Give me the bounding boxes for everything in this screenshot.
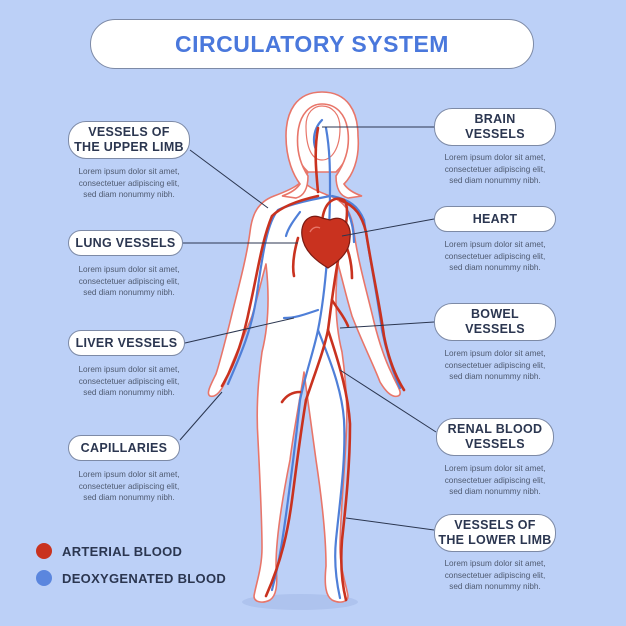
connector-heart <box>341 218 435 237</box>
pelvic-artery <box>280 390 302 404</box>
legend-arterial: ARTERIAL BLOOD <box>36 543 182 559</box>
label-lower-limb: VESSELS OF THE LOWER LIMB <box>434 514 556 552</box>
connector-lower-limb <box>345 517 435 531</box>
jugular-vein <box>324 126 332 192</box>
connector-capillaries <box>179 391 223 441</box>
desc-capillaries: Lorem ipsum dolor sit amet, consectetuer… <box>78 470 180 502</box>
arterial-dot-icon <box>36 543 52 559</box>
label-lung-vessels: LUNG VESSELS <box>68 230 183 256</box>
connector-bowel <box>339 321 435 329</box>
desc-renal-vessels: Lorem ipsum dolor sit amet, consectetuer… <box>444 464 546 496</box>
heart-highlight <box>309 226 321 233</box>
connector-renal <box>339 369 437 433</box>
desc-liver-vessels: Lorem ipsum dolor sit amet, consectetuer… <box>78 365 180 397</box>
label-bowel-vessels: BOWEL VESSELS <box>434 303 556 341</box>
carotid-artery <box>314 126 320 194</box>
artery-network <box>220 126 406 602</box>
label-capillaries: CAPILLARIES <box>68 435 180 461</box>
left-arm-artery <box>220 194 320 388</box>
desc-heart: Lorem ipsum dolor sit amet, consectetuer… <box>444 240 546 272</box>
desc-lung-vessels: Lorem ipsum dolor sit amet, consectetuer… <box>78 265 180 297</box>
right-leg-vein <box>316 328 346 600</box>
lung-artery-1 <box>291 236 300 278</box>
legend-arterial-label: ARTERIAL BLOOD <box>62 543 183 559</box>
title-box: CIRCULATORY SYSTEM <box>90 19 534 69</box>
desc-bowel-vessels: Lorem ipsum dolor sit amet, consectetuer… <box>444 349 546 381</box>
connector-upper-limb <box>189 149 269 209</box>
right-leg-artery <box>326 328 352 602</box>
page-title: CIRCULATORY SYSTEM <box>175 30 449 57</box>
connector-lines <box>179 126 437 531</box>
liver-vein <box>282 308 320 320</box>
desc-brain-vessels: Lorem ipsum dolor sit amet, consectetuer… <box>444 153 546 185</box>
left-leg-artery <box>264 398 308 598</box>
label-heart: HEART <box>434 206 556 232</box>
legend-deoxygenated: DEOXYGENATED BLOOD <box>36 570 226 586</box>
bowel-artery <box>330 298 350 328</box>
face-outline <box>305 105 341 161</box>
deoxygenated-dot-icon <box>36 570 52 586</box>
heart-shape <box>301 215 351 269</box>
label-renal-vessels: RENAL BLOOD VESSELS <box>436 418 554 456</box>
heart-organ <box>301 215 351 269</box>
label-liver-vessels: LIVER VESSELS <box>68 330 185 356</box>
desc-upper-limb: Lorem ipsum dolor sit amet, consectetuer… <box>78 167 180 199</box>
desc-lower-limb: Lorem ipsum dolor sit amet, consectetuer… <box>444 559 546 591</box>
right-arm-artery <box>338 198 406 392</box>
lung-vein-1 <box>284 210 302 238</box>
label-upper-limb: VESSELS OF THE UPPER LIMB <box>68 121 190 159</box>
lung-vein-2 <box>346 210 356 244</box>
hair-outline <box>281 91 363 199</box>
connector-liver <box>184 317 295 344</box>
left-subclavian-vein <box>226 194 332 386</box>
legend-deoxygenated-label: DEOXYGENATED BLOOD <box>62 570 227 586</box>
label-brain-vessels: BRAIN VESSELS <box>434 108 556 146</box>
